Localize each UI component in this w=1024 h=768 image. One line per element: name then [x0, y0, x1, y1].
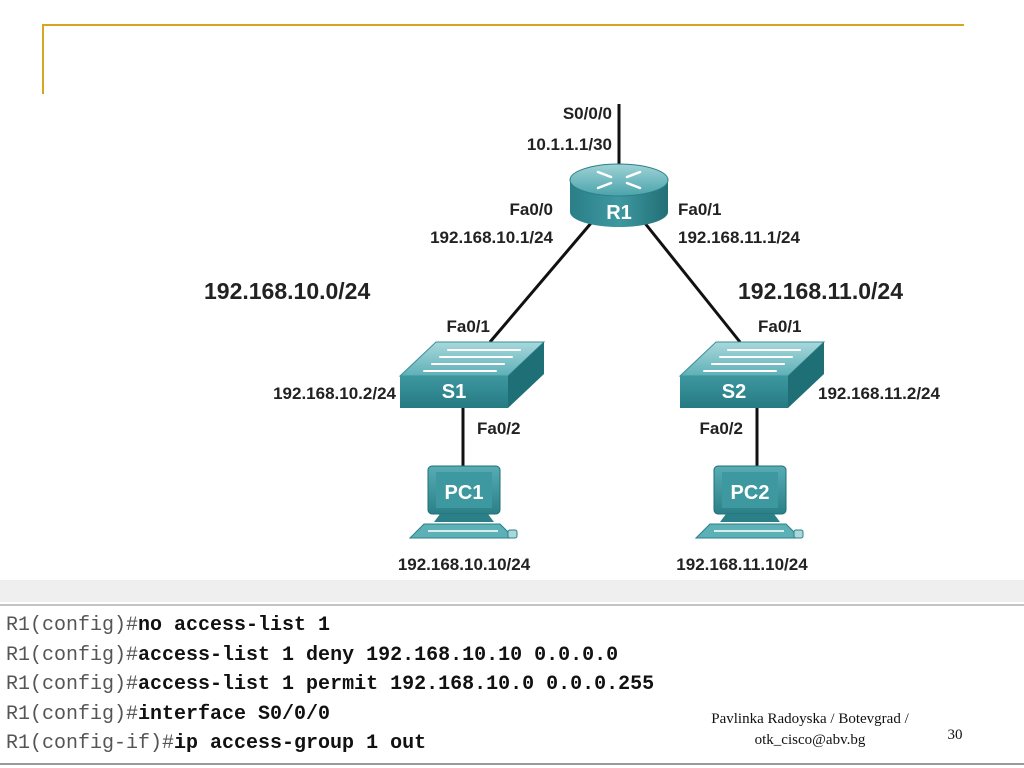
- cli-line: R1(config)#no access-list 1: [6, 614, 706, 644]
- pc1-name: PC1: [445, 482, 484, 504]
- cli-command: access-list 1 deny 192.168.10.10 0.0.0.0: [138, 643, 619, 667]
- footer-line-2: otk_cisco@abv.bg: [754, 732, 866, 748]
- footer-author: Pavlinka Radoyska / Botevgrad / otk_cisc…: [680, 709, 940, 751]
- cli-command: interface S0/0/0: [138, 702, 331, 726]
- cli-command: no access-list 1: [138, 614, 331, 637]
- footer-line-1: Pavlinka Radoyska / Botevgrad /: [711, 711, 909, 727]
- switch-s1-name: S1: [442, 381, 466, 403]
- cli-prompt: R1(config)#: [6, 614, 139, 637]
- r1-fa00-label: Fa0/0: [510, 200, 553, 219]
- router-r1: R1: [569, 163, 669, 227]
- s1-fa02-label: Fa0/2: [477, 419, 520, 438]
- switch-arrows-icon: [423, 349, 521, 372]
- pc2-name: PC2: [731, 482, 770, 504]
- cli-panel: R1(config)#no access-list 1 R1(config)#a…: [0, 580, 1024, 768]
- cli-command: ip access-group 1 out: [174, 732, 427, 755]
- router-arrows-icon: [596, 170, 642, 190]
- cli-prompt: R1(config)#: [6, 702, 139, 726]
- cli-bottom-border: [0, 763, 1024, 765]
- r1-fa01-label: Fa0/1: [678, 200, 721, 219]
- cli-line: R1(config-if)#ip access-group 1 out: [6, 732, 706, 762]
- cli-prompt: R1(config)#: [6, 673, 139, 696]
- switch-s2: S2: [678, 341, 826, 408]
- link-r1-s2: [642, 221, 742, 343]
- cli-line: R1(config)#access-list 1 permit 192.168.…: [6, 673, 706, 703]
- serial-ip-label: 10.1.1.1/30: [527, 135, 612, 154]
- cli-prompt: R1(config)#: [6, 643, 139, 667]
- router-name: R1: [606, 202, 632, 224]
- pc2: PC2: [694, 465, 804, 539]
- link-r1-s1: [488, 221, 594, 343]
- s2-fa02-label: Fa0/2: [700, 419, 743, 438]
- cli-line: R1(config)#access-list 1 deny 192.168.10…: [6, 644, 706, 674]
- switch-arrows-icon: [703, 349, 801, 372]
- page-number: 30: [947, 727, 963, 743]
- cli-output: R1(config)#no access-list 1 R1(config)#a…: [6, 614, 706, 762]
- cli-line: R1(config)#interface S0/0/0: [6, 703, 706, 733]
- pc2-ip-label: 192.168.11.10/24: [676, 555, 808, 574]
- s2-ip-label: 192.168.11.2/24: [818, 384, 941, 403]
- s1-ip-label: 192.168.10.2/24: [273, 384, 396, 403]
- pc1: PC1: [408, 465, 518, 539]
- s2-fa01-label: Fa0/1: [758, 317, 801, 336]
- switch-s1: S1: [398, 341, 546, 408]
- s1-fa01-label: Fa0/1: [447, 317, 490, 336]
- frame-top-line: [42, 24, 964, 26]
- cli-prompt: R1(config-if)#: [6, 732, 175, 755]
- cli-top-border: [0, 604, 1024, 606]
- network-left-label: 192.168.10.0/24: [204, 278, 370, 304]
- network-right-label: 192.168.11.0/24: [738, 278, 903, 304]
- pc1-ip-label: 192.168.10.10/24: [398, 555, 531, 574]
- r1-fa00-ip-label: 192.168.10.1/24: [430, 228, 553, 247]
- serial-interface-label: S0/0/0: [563, 104, 612, 123]
- switch-s2-name: S2: [722, 381, 746, 403]
- r1-fa01-ip-label: 192.168.11.1/24: [678, 228, 801, 247]
- cli-command: access-list 1 permit 192.168.10.0 0.0.0.…: [138, 673, 655, 696]
- frame-left-line: [42, 24, 44, 94]
- network-topology-diagram: R1 S1 S2 PC1: [204, 104, 941, 574]
- cli-top-bar: [0, 580, 1024, 602]
